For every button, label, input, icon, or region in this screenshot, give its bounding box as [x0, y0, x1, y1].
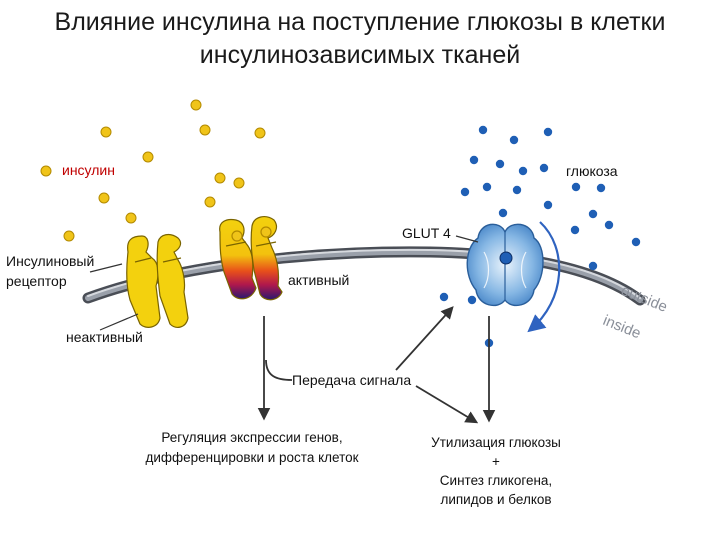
signal-label: Передача сигнала [292, 372, 411, 388]
receptor-pointer-line [89, 263, 123, 273]
glucose-molecules [439, 125, 641, 348]
regulation-label-line-1: Регуляция экспрессии генов, [161, 430, 342, 445]
outside-label: outside [619, 282, 670, 316]
insulin-receptor-active [219, 216, 283, 301]
active-label: активный [288, 272, 349, 288]
glucose-label: глюкоза [566, 163, 618, 179]
regulation-label-line-2: дифференцировки и роста клеток [145, 450, 358, 465]
title-line-2: инсулинозависимых тканей [199, 41, 521, 69]
glucose-entry-arrow [527, 221, 561, 333]
utilization-label-line-4: липидов и белков [440, 492, 551, 507]
receptor-label-line-2: рецептор [6, 273, 67, 289]
title-line-1: Влияние инсулина на поступление глюкозы … [54, 8, 666, 36]
diagram-title: Влияние инсулина на поступление глюкозы … [0, 6, 720, 72]
receptor-label-line-1: Инсулиновый [6, 253, 94, 269]
insulin-molecules [40, 99, 266, 242]
insulin-label: инсулин [62, 162, 115, 178]
signal-arrows [257, 306, 496, 424]
inactive-pointer-line [99, 313, 139, 331]
utilization-label-line-1: Утилизация глюкозы [431, 435, 561, 450]
utilization-label-line-2: + [492, 454, 500, 469]
insulin-receptor-inactive [126, 233, 189, 328]
inside-label: inside [601, 312, 644, 342]
glut4-transporter [466, 223, 544, 307]
inactive-label: неактивный [66, 329, 143, 345]
glut4-pointer-line [455, 235, 479, 243]
utilization-label-line-3: Синтез гликогена, [440, 473, 552, 488]
glut4-label: GLUT 4 [402, 225, 451, 241]
